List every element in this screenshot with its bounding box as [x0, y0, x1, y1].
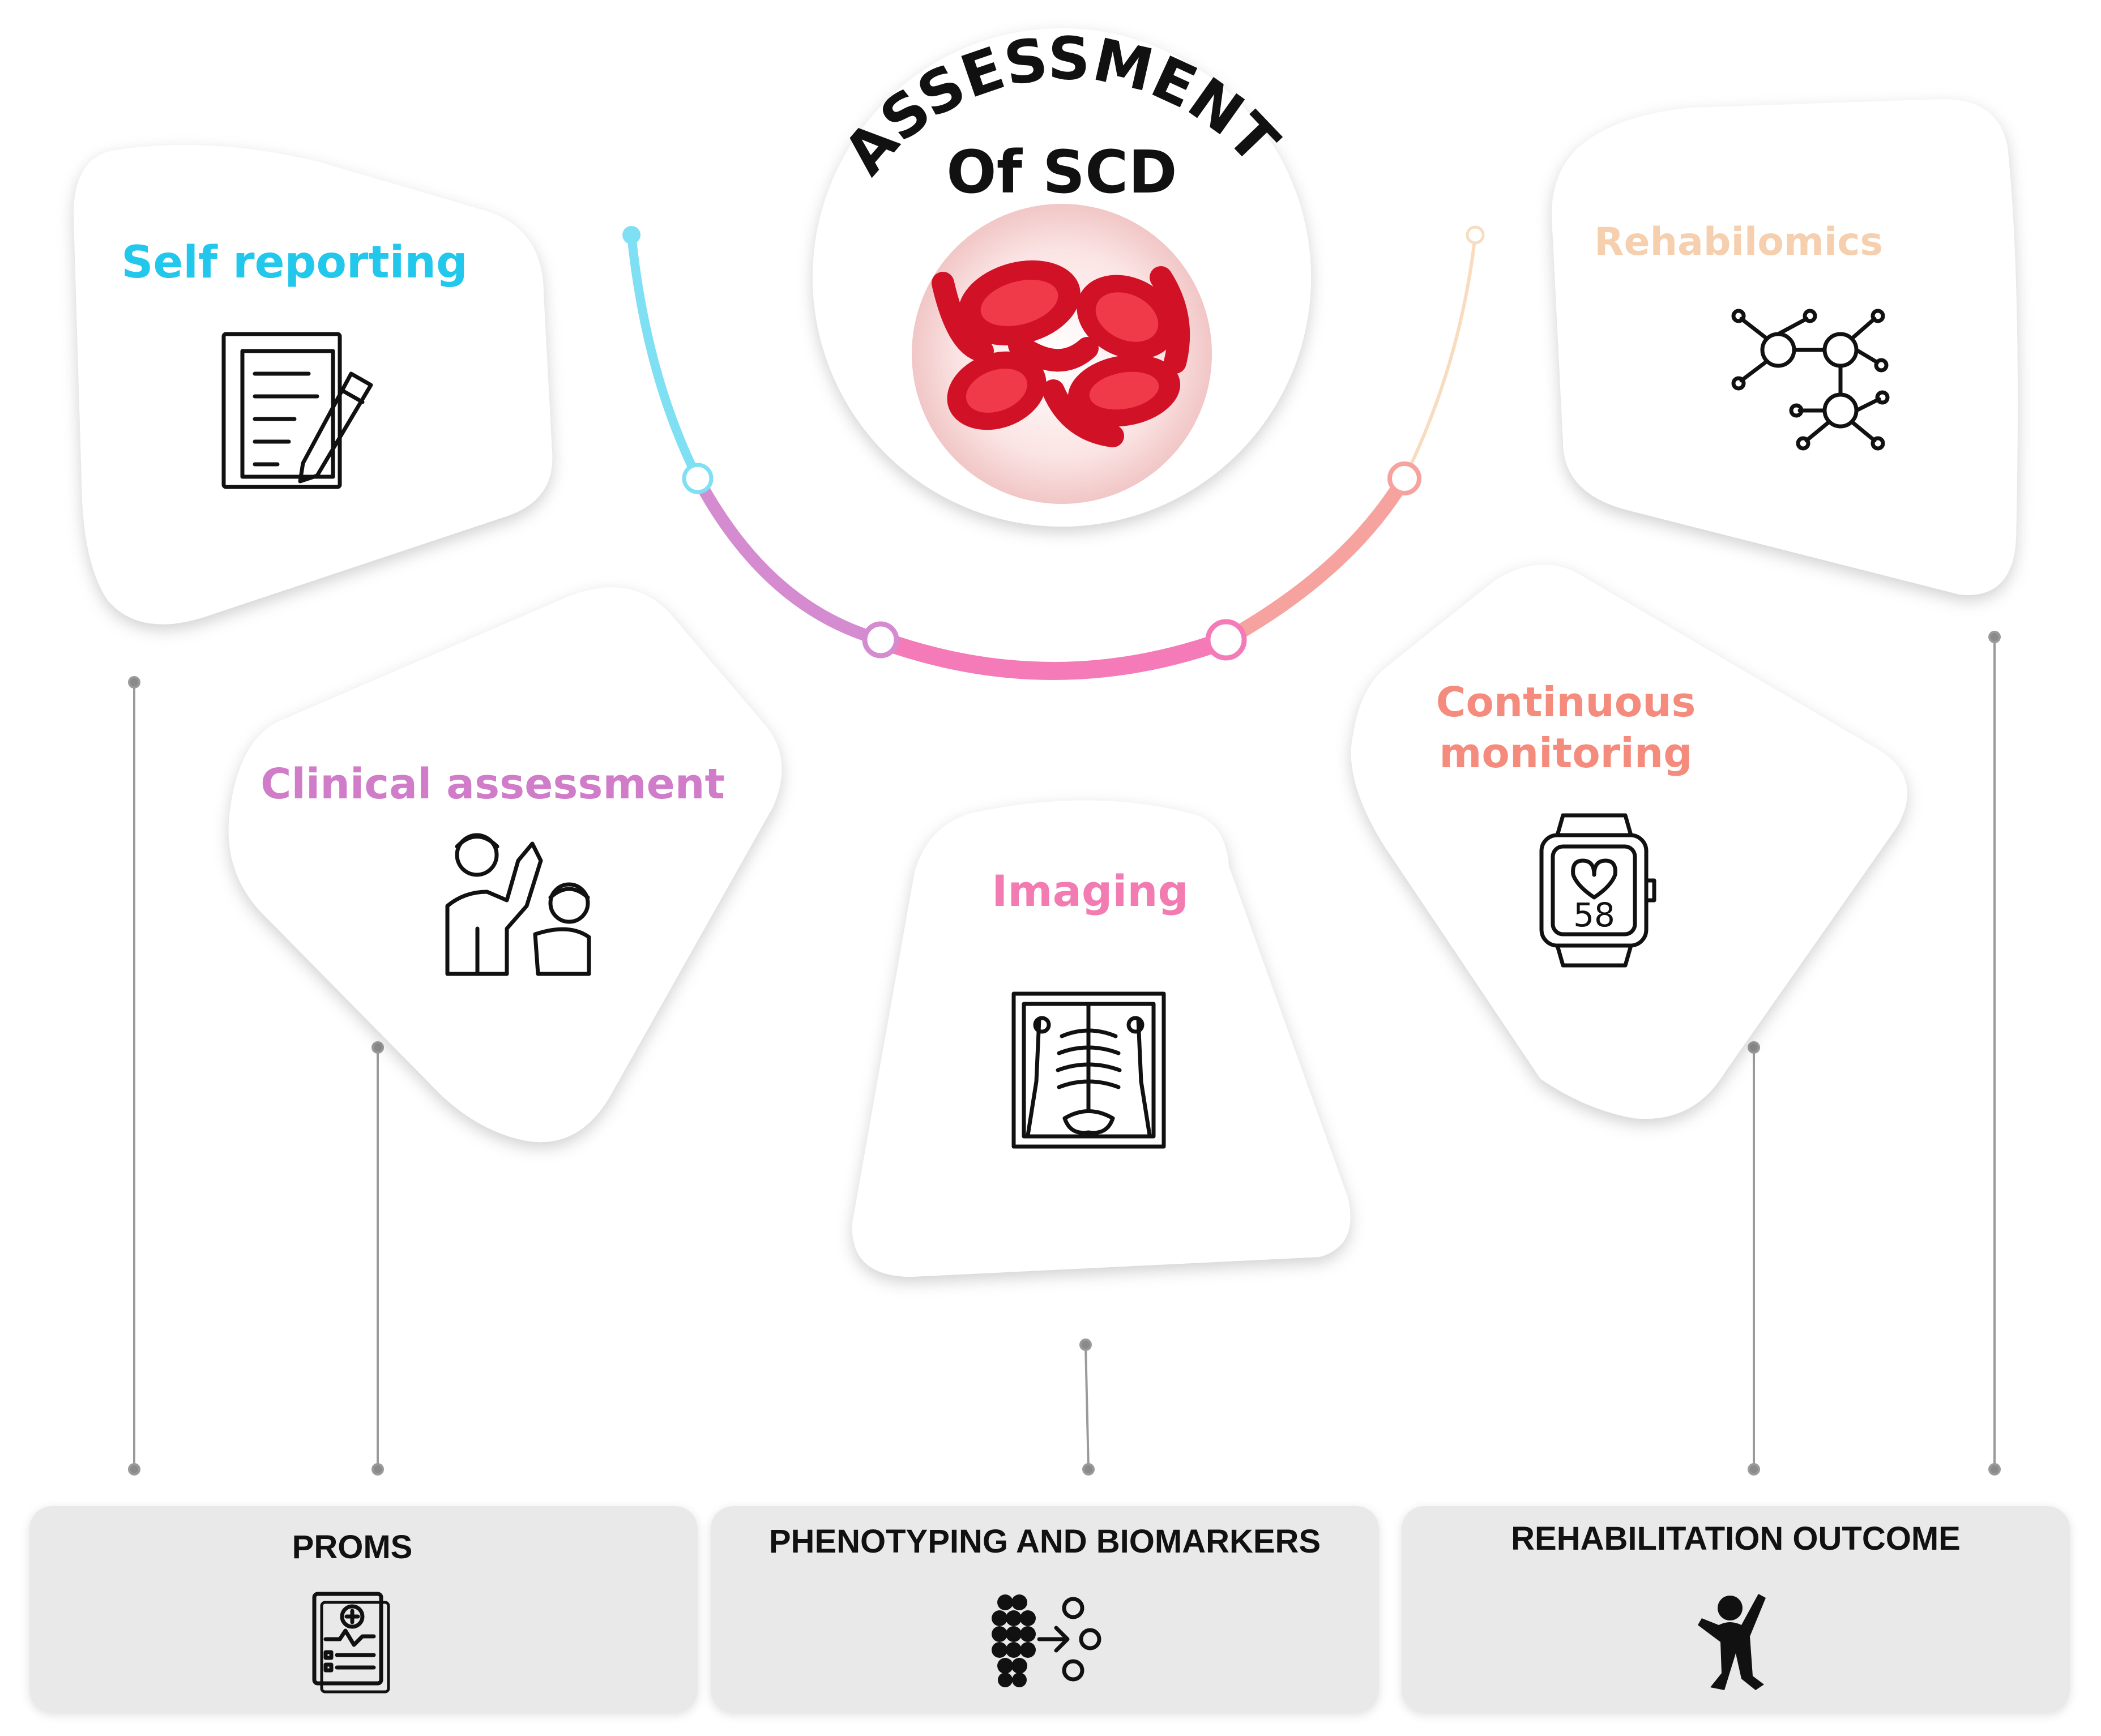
card-label: Imaging	[992, 866, 1189, 916]
outcome-phenotyping: PHENOTYPING AND BIOMARKERS	[711, 1506, 1379, 1713]
connectors	[128, 631, 2001, 1476]
red-blood-cells-icon	[932, 260, 1190, 447]
card-rehabilomics: Rehabilomics	[1552, 99, 2018, 595]
card-label-line2: monitoring	[1439, 729, 1692, 777]
smartwatch-heart-icon: 58	[1539, 813, 1656, 968]
outcome-proms: PROMS	[29, 1506, 698, 1713]
xray-icon	[1011, 991, 1166, 1149]
medical-report-icon	[312, 1592, 390, 1694]
cells-arrow-icon	[992, 1594, 1101, 1687]
outcome-label: PROMS	[292, 1529, 413, 1566]
card-label: Rehabilomics	[1594, 220, 1883, 264]
card-clinical-assessment: Clinical assessment	[228, 587, 782, 1143]
progress-arc	[622, 225, 1485, 680]
card-self-reporting: Self reporting	[74, 145, 553, 625]
card-imaging: Imaging	[852, 800, 1351, 1277]
outcome-label: PHENOTYPING AND BIOMARKERS	[769, 1523, 1321, 1560]
card-label: Self reporting	[121, 237, 468, 288]
card-label-line1: Continuous	[1436, 678, 1696, 726]
title-line2: Of SCD	[946, 138, 1177, 207]
document-pen-icon	[221, 332, 373, 489]
jumping-person-icon	[1698, 1594, 1766, 1690]
card-label: Clinical assessment	[261, 760, 725, 809]
card-continuous-monitoring: Continuous monitoring 58	[1351, 565, 1907, 1119]
doctor-patient-icon	[445, 833, 591, 976]
center-badge: ASSESSMENT Of SCD	[813, 24, 1311, 527]
molecule-network-icon	[1731, 309, 1890, 451]
outcome-rehabilitation: REHABILITATION OUTCOME	[1402, 1506, 2070, 1713]
heart-rate-value: 58	[1573, 896, 1615, 934]
outcome-label: REHABILITATION OUTCOME	[1511, 1520, 1961, 1557]
